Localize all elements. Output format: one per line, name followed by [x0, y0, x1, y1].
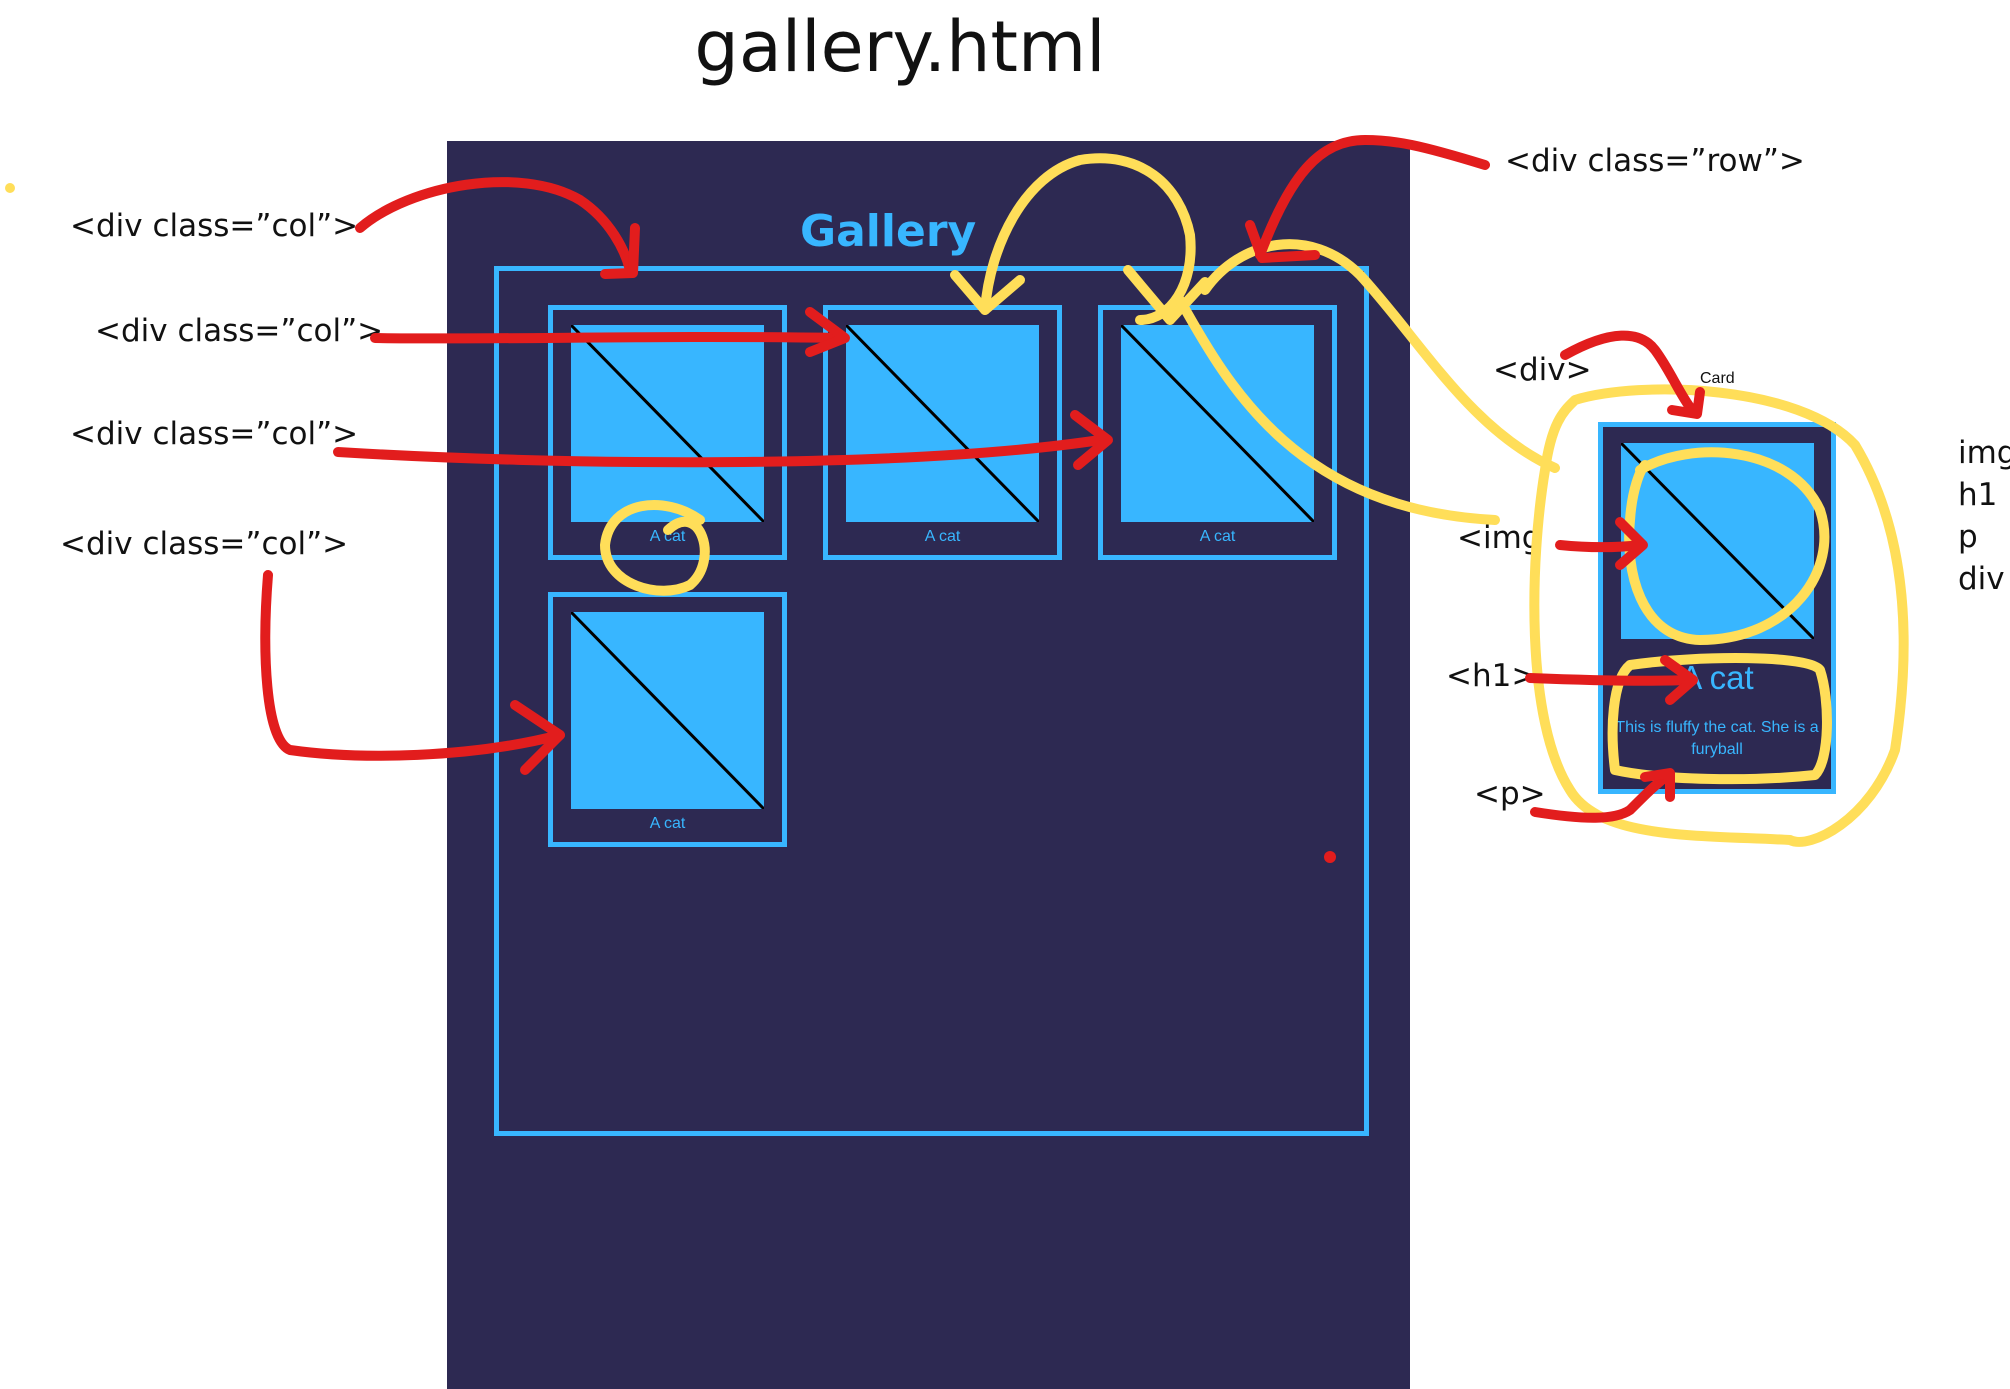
gallery-card-1: A cat — [548, 305, 787, 560]
tag-list-item: img — [1958, 435, 2010, 471]
tag-list-item: p — [1958, 519, 1978, 555]
tag-list-item: h1 — [1958, 477, 1998, 513]
p-label: <p> — [1474, 776, 1546, 812]
gallery-heading: Gallery — [800, 206, 977, 257]
example-card: A cat This is fluffy the cat. She is a f… — [1598, 422, 1836, 794]
image-placeholder-icon — [1121, 325, 1314, 522]
gallery-card-caption: A cat — [1199, 528, 1236, 545]
div-label: <div> — [1493, 352, 1592, 388]
img-label: <img — [1457, 520, 1542, 556]
row-label: <div class=”row”> — [1505, 143, 1805, 179]
col-label-2: <div class=”col”> — [95, 313, 384, 349]
gallery-card-3: A cat — [1098, 305, 1337, 560]
gallery-card-caption: A cat — [649, 815, 686, 832]
image-placeholder-icon — [571, 612, 764, 809]
gallery-card-4: A cat — [548, 592, 787, 847]
gallery-card-2: A cat — [823, 305, 1062, 560]
page-title: gallery.html — [694, 6, 1106, 88]
col-label-1: <div class=”col”> — [70, 208, 359, 244]
yellow-dot — [5, 183, 15, 193]
image-placeholder-icon — [1621, 443, 1814, 639]
card-caption: Card — [1700, 370, 1735, 387]
card-text: This is fluffy the cat. She is a furybal… — [1615, 719, 1819, 758]
image-placeholder-icon — [846, 325, 1039, 522]
gallery-card-caption: A cat — [924, 528, 961, 545]
col-label-4: <div class=”col”> — [60, 526, 349, 562]
tag-list: img h1 p div — [1958, 432, 2010, 600]
gallery-card-caption: A cat — [649, 528, 686, 545]
h1-label: <h1> — [1446, 658, 1538, 694]
tag-list-item: div — [1958, 561, 2005, 597]
col-label-3: <div class=”col”> — [70, 416, 359, 452]
card-heading: A cat — [1680, 659, 1754, 696]
image-placeholder-icon — [571, 325, 764, 522]
red-arrow-div-head — [1667, 387, 1705, 419]
